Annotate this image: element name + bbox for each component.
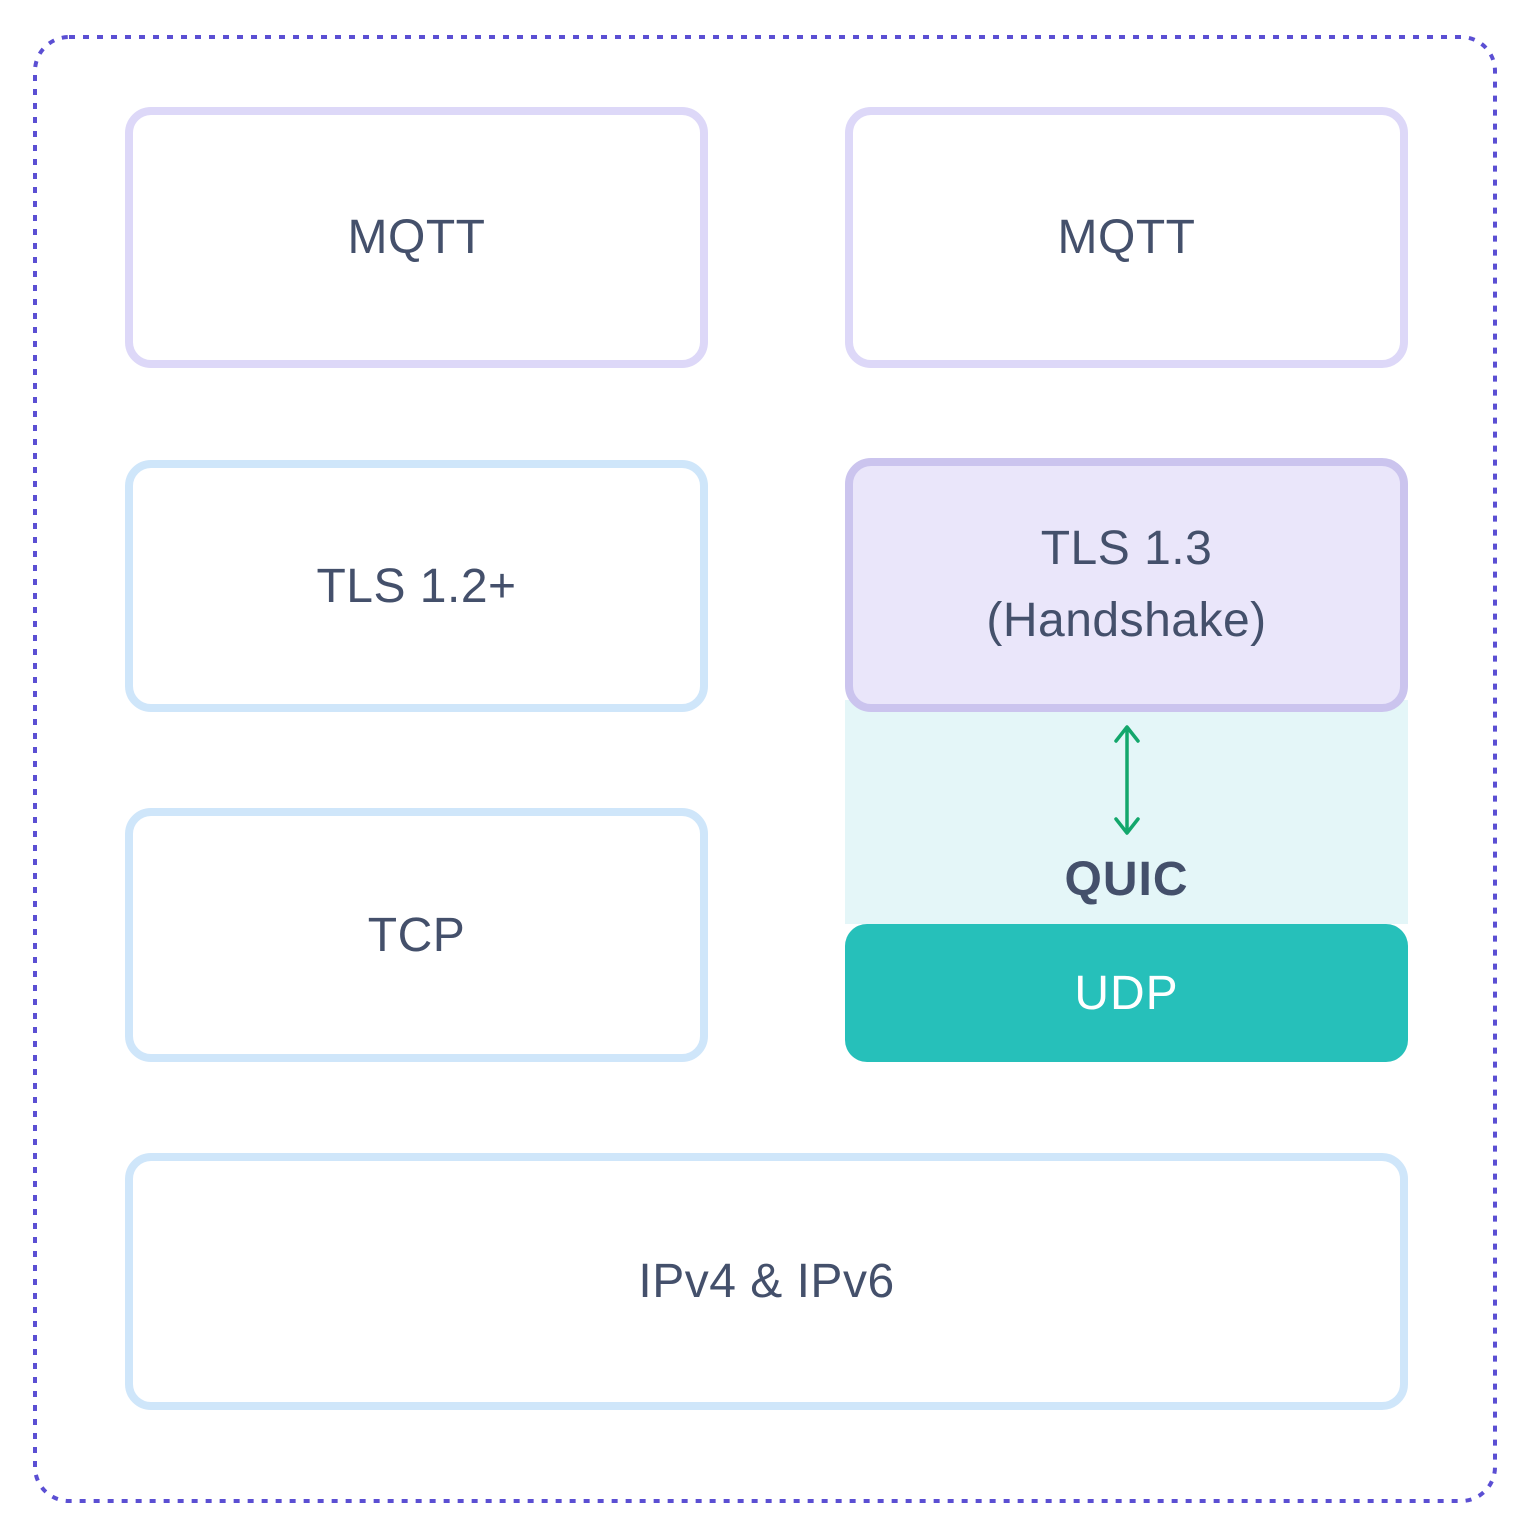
tls13-line2: (Handshake) [986, 594, 1267, 647]
udp-label: UDP [1074, 966, 1179, 1020]
ip-box: IPv4 & IPv6 [125, 1153, 1408, 1410]
udp-box: UDP [845, 924, 1408, 1062]
tcp-box: TCP [125, 808, 708, 1062]
tls13-line1: TLS 1.3 [1040, 522, 1213, 575]
tls12-label: TLS 1.2+ [316, 559, 517, 613]
bidirectional-arrow-icon [845, 722, 1408, 838]
outer-dashed-border [33, 35, 1497, 1503]
tls13-handshake-box: TLS 1.3 (Handshake) [845, 458, 1408, 712]
mqtt-tcp-box: MQTT [125, 107, 708, 368]
mqtt-tcp-label: MQTT [347, 211, 486, 264]
ip-label: IPv4 & IPv6 [638, 1255, 895, 1308]
mqtt-quic-box: MQTT [845, 107, 1408, 368]
mqtt-quic-label: MQTT [1057, 211, 1196, 264]
quic-label: QUIC [1064, 853, 1189, 906]
tcp-label: TCP [367, 908, 466, 962]
tls12-box: TLS 1.2+ [125, 460, 708, 712]
